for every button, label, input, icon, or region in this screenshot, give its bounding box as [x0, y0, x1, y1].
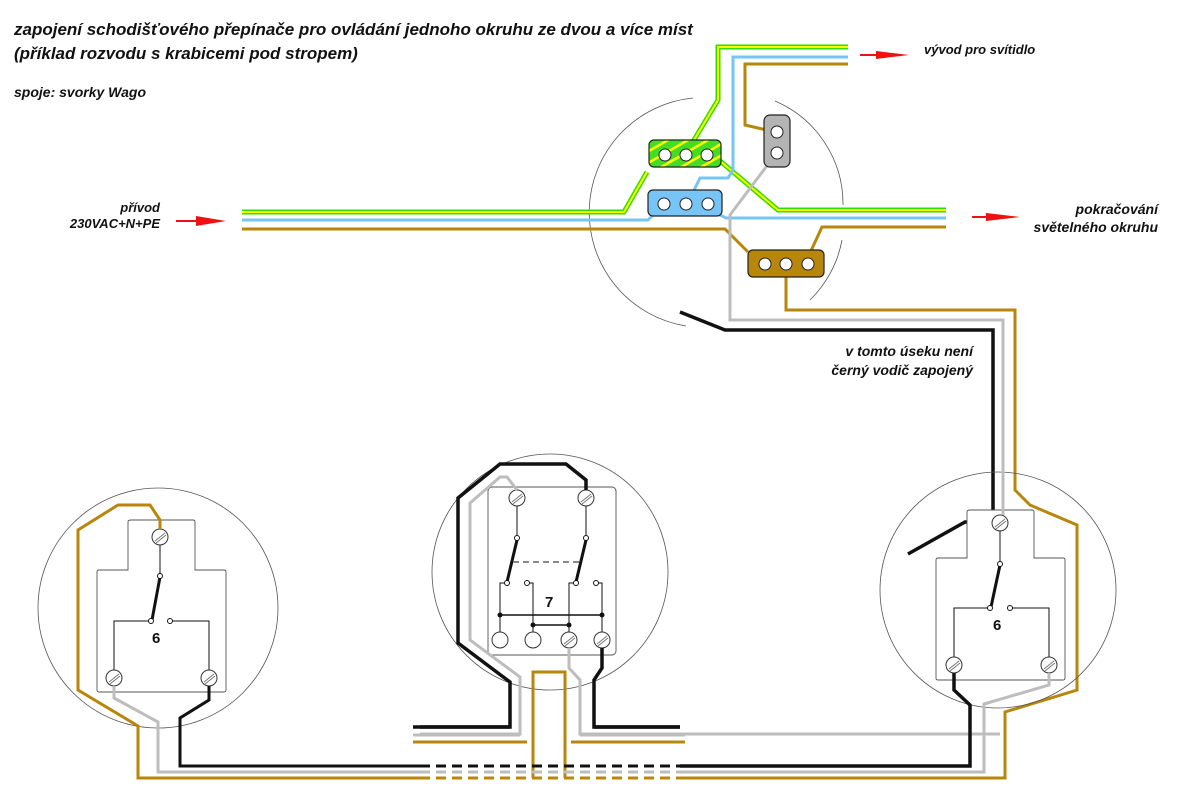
phase-wire-lamp — [743, 62, 848, 134]
right-switch-black-wire — [680, 673, 972, 768]
phase-wago — [747, 249, 825, 278]
arrow-continue-icon — [972, 213, 1020, 221]
note-line2: černý vodič zapojený — [831, 362, 973, 378]
left-switch-phase-wire — [76, 503, 420, 780]
page-subtitle: (příklad rozvodu s krabicemi pod stropem… — [14, 44, 358, 63]
middle-switch-number: 7 — [545, 594, 554, 611]
neutral-wire-continue — [717, 212, 946, 220]
feed-label-line2: 230VAC+N+PE — [69, 216, 160, 231]
black-wire-note: v tomto úseku není černý vodič zapojený — [831, 342, 973, 380]
arrow-feed-icon — [176, 216, 226, 226]
left-switch-box — [37, 487, 279, 729]
middle-switch-gray-out — [567, 648, 1000, 736]
left-switch-number: 6 — [152, 630, 161, 647]
phase-wire-to-switch — [680, 265, 1079, 780]
neutral-wire-lamp — [692, 55, 848, 191]
left-switch-gray-wire — [112, 686, 420, 774]
continue-label-line1: pokračování — [1075, 201, 1158, 217]
middle-switch-black-out — [592, 648, 680, 729]
phase-wire-continue — [808, 225, 946, 254]
lamp-cable — [682, 44, 848, 191]
dashed-cable-segment — [420, 764, 680, 780]
pe-wago — [648, 139, 722, 168]
middle-switch-phase-loop — [531, 670, 567, 778]
switched-wago — [763, 114, 791, 168]
note-line1: v tomto úseku není — [845, 343, 973, 359]
feed-label-line1: přívod — [120, 200, 160, 215]
right-switch-box — [879, 471, 1117, 709]
continue-label: pokračování světelného okruhu — [1034, 200, 1158, 236]
middle-switch-box — [431, 453, 669, 691]
joints-note: spoje: svorky Wago — [14, 84, 147, 100]
junction-box-outline — [588, 97, 844, 327]
feed-cable — [242, 170, 750, 254]
left-switch-black-wire — [178, 686, 420, 768]
feed-label: přívod 230VAC+N+PE — [70, 200, 160, 232]
page-title: zapojení schodišťového přepínače pro ovl… — [14, 20, 693, 39]
pe-wire-feed — [242, 170, 650, 215]
continue-label-line2: světelného okruhu — [1033, 219, 1158, 235]
continue-cable — [711, 153, 946, 254]
neutral-wago — [647, 189, 723, 217]
right-switch-gray-wire — [680, 673, 1051, 774]
lamp-output-label: vývod pro svítidlo — [924, 42, 1036, 57]
middle-switch-gray-in — [420, 475, 522, 736]
pe-wire-continue — [711, 153, 946, 213]
arrow-lamp-icon — [860, 51, 909, 59]
phase-wire-feed — [242, 227, 750, 254]
right-switch-number: 6 — [993, 617, 1002, 634]
middle-switch-black-in — [420, 462, 588, 729]
